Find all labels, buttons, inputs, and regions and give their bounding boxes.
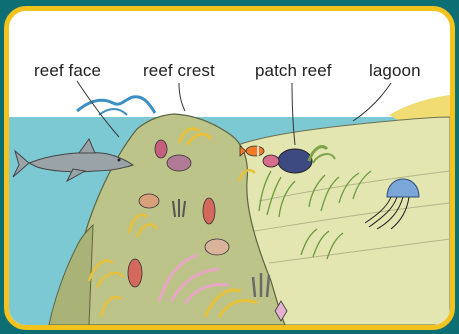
- coral-icon: [203, 198, 215, 224]
- coral-icon: [167, 155, 191, 171]
- coral-icon: [155, 140, 167, 158]
- label-reef-face: reef face: [34, 61, 101, 81]
- reef-diagram-panel: reef face reef crest patch reef lagoon: [4, 6, 455, 330]
- label-reef-crest: reef crest: [143, 61, 215, 81]
- coral-icon: [205, 239, 229, 255]
- label-patch-reef: patch reef: [255, 61, 332, 81]
- label-lagoon: lagoon: [369, 61, 421, 81]
- coral-icon: [263, 155, 279, 167]
- coral-icon: [128, 259, 142, 287]
- coral-icon: [278, 149, 312, 173]
- reef-illustration: [9, 11, 450, 325]
- coral-icon: [139, 194, 159, 208]
